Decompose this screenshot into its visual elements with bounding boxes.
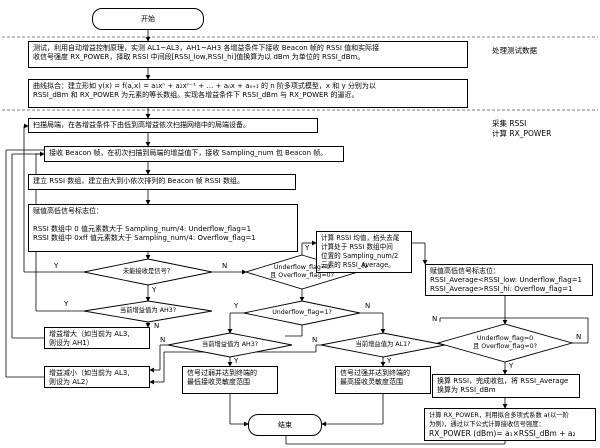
process-test-data-label: 处理测试数据 (492, 46, 537, 55)
assign-flags-line-3: RSSI 数组中 0 值元素数大于 Sampling_num/4: Underf… (33, 225, 252, 233)
decision-is-ah3-b (167, 332, 293, 358)
yn-marker: Y (54, 262, 59, 270)
calc-rx-line-2: 为例)，通过以下公式计算接收信号强度： (429, 421, 545, 428)
strong-signal-line-1: 信号过强并达到终端的 (340, 369, 410, 377)
decision-is-ah3-b-label: 当前增益值为 AH3? (201, 341, 259, 348)
yn-marker: Y (509, 362, 514, 370)
assign-flags-box: 赋值高低信号标志位： RSSI 数组中 0 值元素数大于 Sampling_nu… (28, 204, 298, 252)
curve-fit-box: 曲线拟合：建立形如 y(x) = f(a,x) = a₁xⁿ + a₂xⁿ⁻¹ … (28, 79, 468, 108)
decision-is-ah3 (83, 300, 213, 323)
yn-marker: N (222, 262, 228, 270)
weak-signal-line-1: 信号过弱并达到终端的 (187, 369, 257, 377)
test-step-line-2: 收信号强度 RX_POWER，择取 RSSI 中间段[RSSI_low,RSSI… (33, 53, 365, 61)
calc-rx-line-3: RX_POWER (dBm)= a₁×RSSI_dBm + a₂ (429, 429, 576, 438)
assign-flags-line-2 (33, 216, 293, 225)
yn-marker: N (312, 336, 318, 344)
yn-marker: Y (234, 302, 239, 310)
calc-avg-line-3: 位置的 Sampling_num/2 (321, 252, 399, 260)
calc-rx-line-1: 计算 RX_POWER，利用拟合多项式系数 a(以一阶 (429, 412, 569, 419)
decision-flags-zero-line-1: Underflow_flag=0 (273, 264, 331, 271)
yn-marker: Y (152, 286, 157, 294)
decision-valid-signal-label: 未能接收是信号？ (122, 268, 174, 275)
calc-rssi-average-box: 计算 RSSI 均值，掐头去尾 计算处于 RSSI 数组中间 位置的 Sampl… (316, 231, 412, 273)
scan-step-text: 扫描局端，在各增益条件下由低到高增益依次扫描网络中的局端设备。 (33, 121, 250, 129)
decision-flags-zero-2-line-1: Underflow_flag=0 (476, 335, 534, 342)
calc-avg-line-1: 计算 RSSI 均值，掐头去尾 (321, 234, 400, 242)
calc-rx-power-label: 计算 RX_POWER (492, 129, 552, 138)
yn-marker: Y (234, 357, 239, 365)
yn-marker: N (432, 315, 438, 323)
receive-beacon-box: 接收 Beacon 帧，在初次扫描到局端的增益值下，接收 Sampling_nu… (44, 146, 344, 162)
yn-marker: N (154, 322, 160, 330)
decision-valid-signal (83, 258, 213, 286)
collect-rssi-label: 采集 RSSI (492, 119, 527, 128)
convert-line-2: 换算为 RSSI_dBm (437, 386, 496, 394)
end-label: 结束 (278, 420, 292, 429)
gain-up-box: 增益增大（如当前为 AL3, 则设为 AH1） (44, 327, 150, 349)
yn-marker: N (160, 336, 166, 344)
assign-flags-line-4: RSSI 数组中 0xff 值元素数大于 Sampling_num/4: Ove… (33, 234, 256, 242)
gain-up-line-1: 增益增大（如当前为 AL3, (49, 330, 130, 338)
calc-avg-line-2: 计算处于 RSSI 数组中间 (321, 243, 393, 251)
decision-is-al1-label: 当前增益值为 AL1? (355, 341, 411, 348)
gain-down-box: 增益减小（如当前为 AL3, 则设为 AL2） (44, 366, 150, 388)
yn-marker: Y (64, 300, 69, 308)
gain-up-line-2: 则设为 AH1） (49, 339, 94, 347)
assign-flags-line-1: 赋值高低信号标志位： (33, 207, 103, 215)
assign-flags2-line-2: RSSI_Average<RSSI_low: Underflow_flag=1 (430, 276, 582, 284)
calc-avg-line-4: 元素的 RSSI_Average。 (321, 261, 395, 269)
convert-line-1: 换算 RSSI，完成收包，将 RSSI_Average (437, 377, 569, 385)
gain-down-line-2: 则设为 AL2） (49, 378, 93, 386)
convert-rssi-box: 换算 RSSI，完成收包，将 RSSI_Average 换算为 RSSI_dBm (432, 374, 580, 398)
receive-beacon-text: 接收 Beacon 帧，在初次扫描到局端的增益值下，接收 Sampling_nu… (49, 149, 328, 157)
decision-underflow-one (243, 300, 361, 326)
yn-marker: Y (387, 357, 392, 365)
yn-marker: N (362, 262, 368, 270)
weak-signal-box: 信号过弱并达到终端的 最低接收灵敏度范围 (182, 366, 278, 394)
yn-marker: N (576, 333, 582, 341)
test-step-box: 测试，利用自动增益控制原理，实测 AL1~AL3，AH1~AH3 各增益条件下接… (28, 41, 468, 68)
yn-marker: N (365, 302, 371, 310)
decision-flags-zero-line-2: 且 Overflow_flag=0? (269, 272, 334, 279)
curve-fit-line-1: 曲线拟合：建立形如 y(x) = f(a,x) = a₁xⁿ + a₂xⁿ⁻¹ … (33, 82, 376, 90)
build-rssi-array-box: 建立 RSSI 数组，建立由大到小依次排列的 Beacon 帧 RSSI 数组。 (28, 174, 296, 190)
calc-rx-power-box: 计算 RX_POWER，利用拟合多项式系数 a(以一阶 为例)，通过以下公式计算… (424, 408, 596, 441)
assign-flags-average-box: 赋值高低信号标志位： RSSI_Average<RSSI_low: Underf… (425, 264, 593, 296)
start-label: 开始 (141, 14, 155, 23)
assign-flags2-line-3: RSSI_Average>RSSI_hi: Overflow_flag=1 (430, 285, 573, 293)
strong-signal-line-2: 最高接收灵敏度范围 (340, 378, 403, 386)
decision-flags-zero-2 (436, 323, 574, 363)
yn-marker: Y (305, 244, 310, 252)
gain-down-line-1: 增益减小（如当前为 AL3, (49, 369, 130, 377)
decision-flags-zero-label: Underflow_flag=0 且 Overflow_flag=0? (258, 264, 346, 280)
test-step-line-1: 测试，利用自动增益控制原理，实测 AL1~AL3，AH1~AH3 各增益条件下接… (33, 44, 380, 52)
decision-underflow-one-label: Underflow_flag=1? (272, 309, 332, 316)
strong-signal-box: 信号过强并达到终端的 最高接收灵敏度范围 (335, 366, 431, 394)
weak-signal-line-2: 最低接收灵敏度范围 (187, 378, 250, 386)
decision-flags-zero-2-line-2: 且 Overflow_flag=0? (472, 343, 537, 350)
scan-step-box: 扫描局端，在各增益条件下由低到高增益依次扫描网络中的局端设备。 (28, 118, 318, 133)
decision-is-al1 (320, 332, 446, 358)
build-rssi-array-text: 建立 RSSI 数组，建立由大到小依次排列的 Beacon 帧 RSSI 数组。 (33, 177, 244, 185)
decision-flags-zero-2-label: Underflow_flag=0 且 Overflow_flag=0? (455, 335, 555, 351)
start-terminal: 开始 (92, 8, 204, 30)
end-terminal: 结束 (248, 414, 322, 436)
curve-fit-line-2: RSSI_dBm 和 RX_POWER 为元素的等长数组。实现各增益条件下 RS… (33, 91, 359, 99)
decision-is-ah3-label: 当前增益值为 AH3? (119, 307, 177, 314)
assign-flags2-line-1: 赋值高低信号标志位： (430, 267, 500, 275)
